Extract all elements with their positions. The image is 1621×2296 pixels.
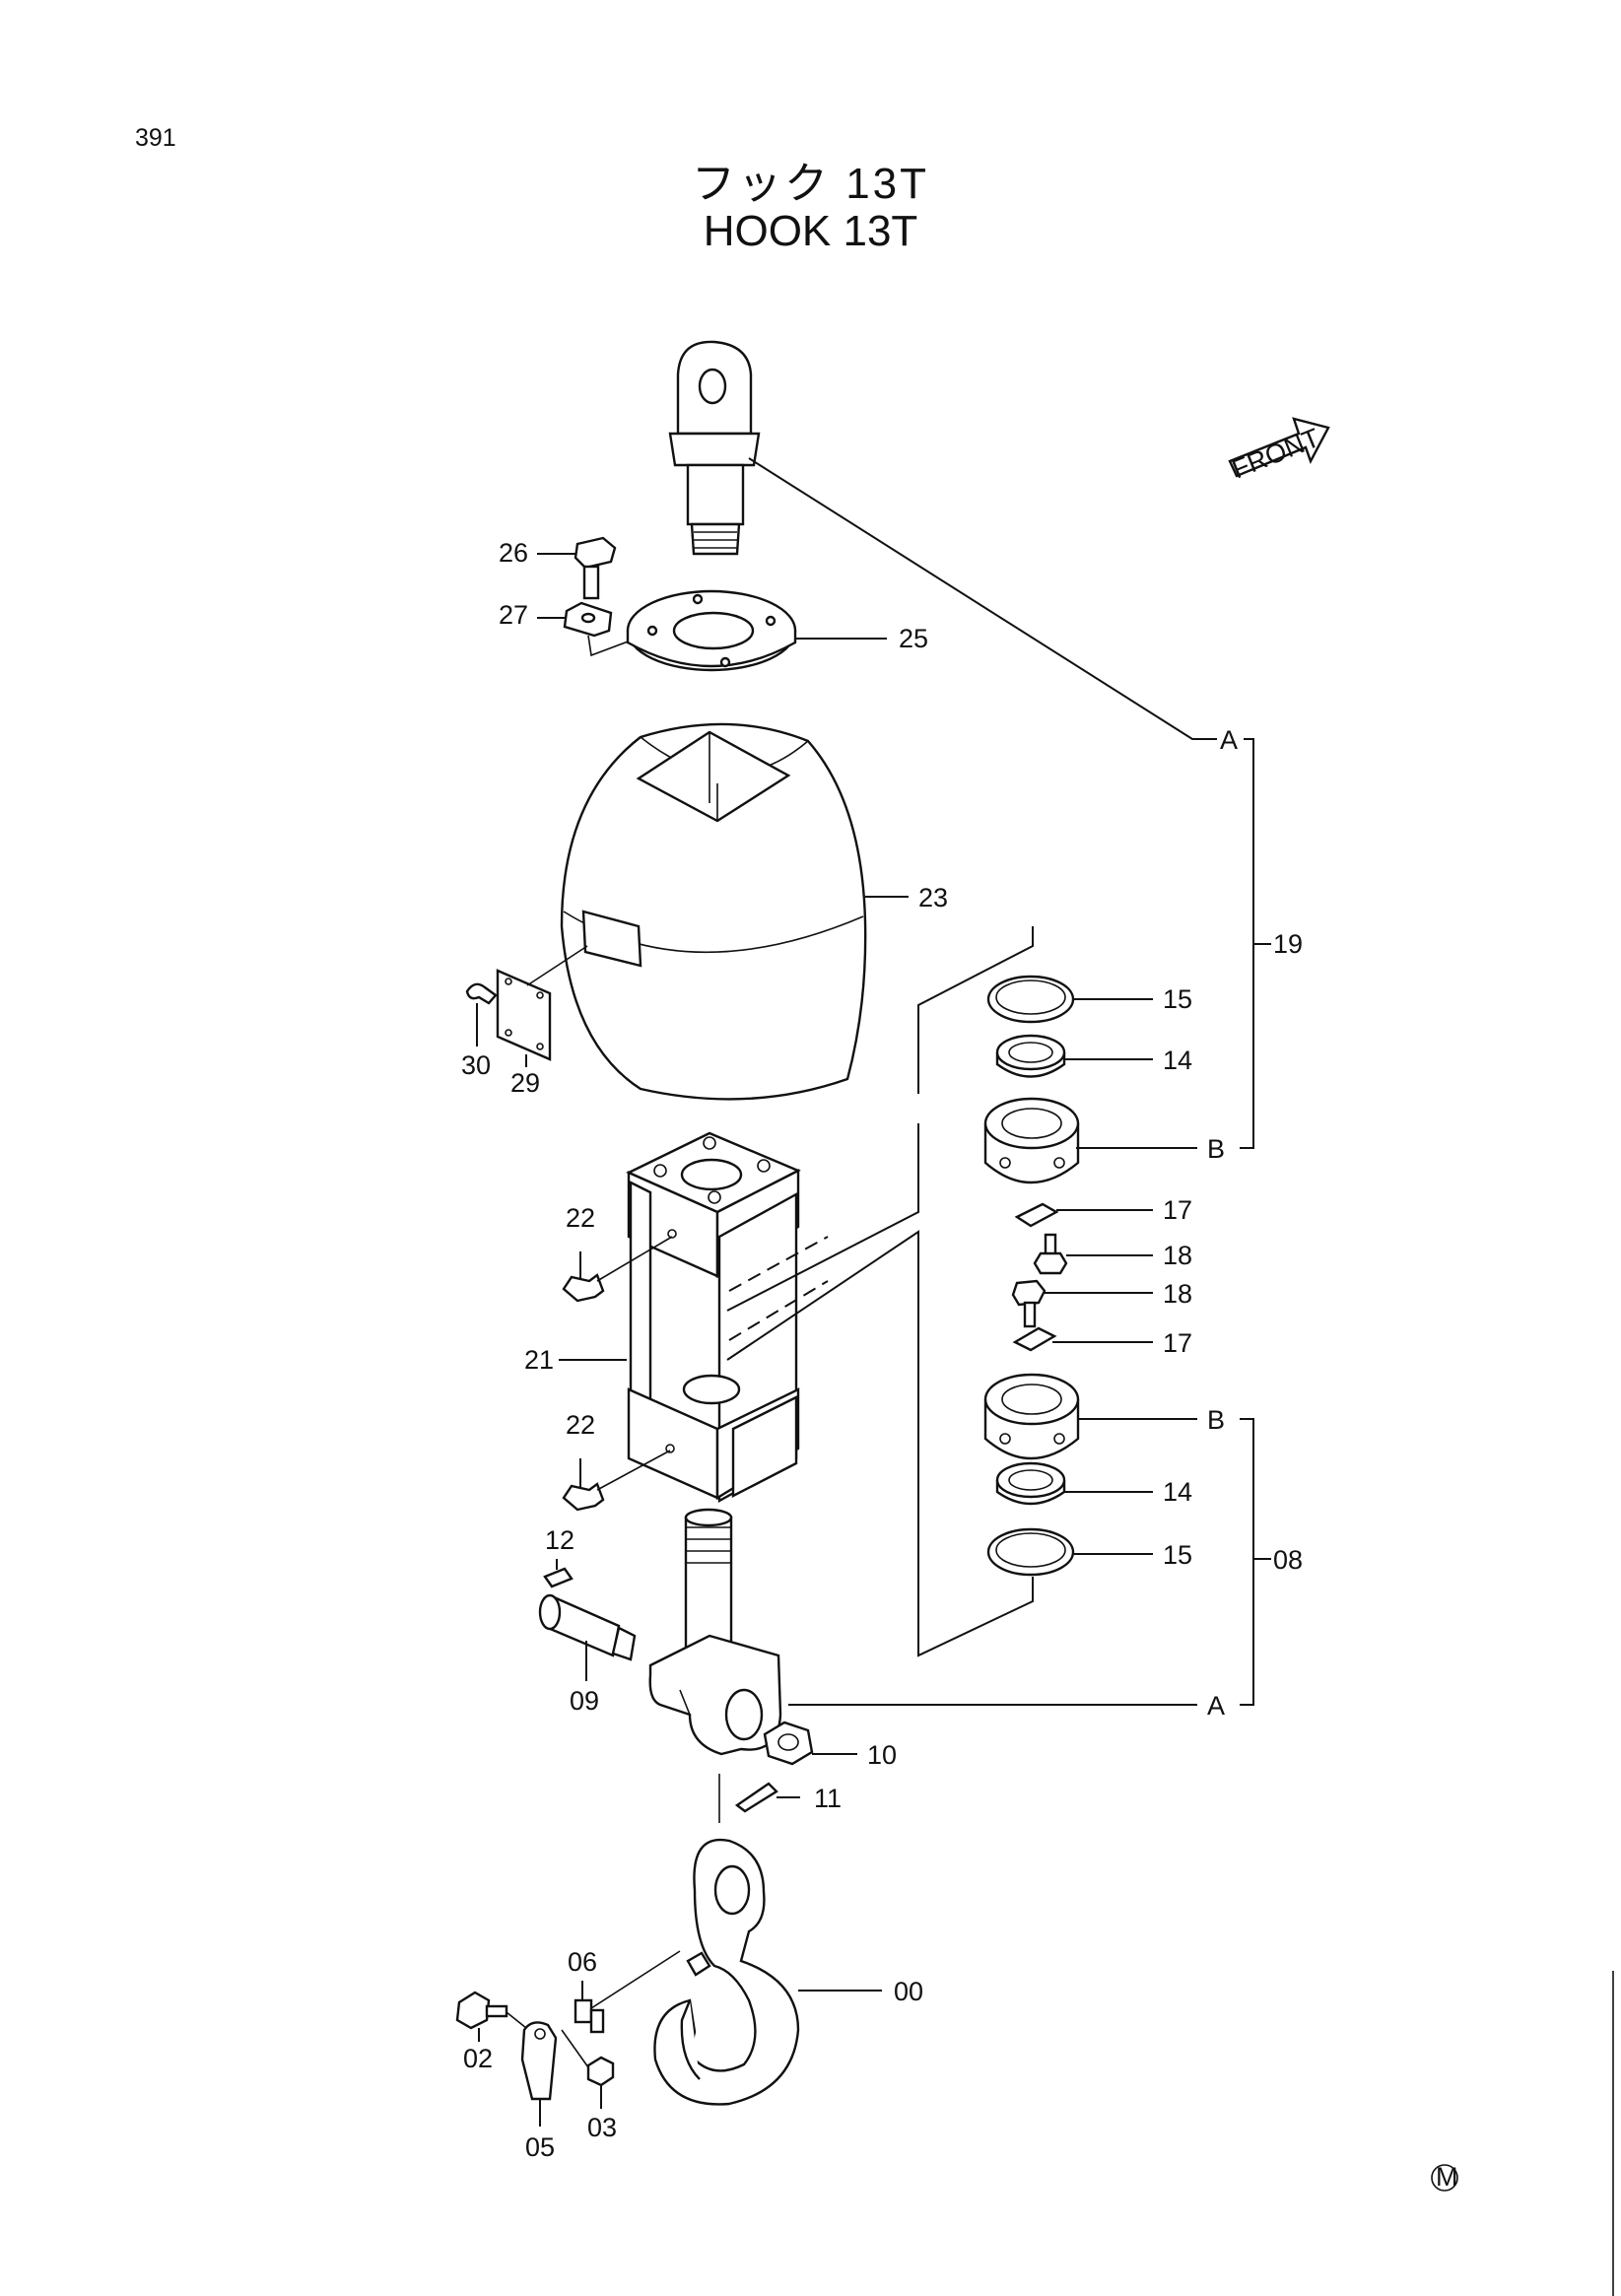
callout-00: 00 xyxy=(894,1977,923,2006)
callout-06: 06 xyxy=(568,1947,597,1977)
callout-14-upper: 14 xyxy=(1163,1046,1192,1075)
page-number: 391 xyxy=(135,124,176,152)
bolt-02 xyxy=(455,1991,508,2030)
bolt-18-lower xyxy=(1011,1279,1047,1328)
callout-15-lower: 15 xyxy=(1163,1540,1192,1570)
page-title-english: HOOK 13T xyxy=(703,207,918,255)
bolt-18-upper xyxy=(1033,1233,1068,1275)
callout-27: 27 xyxy=(499,600,528,630)
mark-m-letter: M xyxy=(1436,2162,1458,2192)
callout-18-upper: 18 xyxy=(1163,1241,1192,1270)
callout-21: 21 xyxy=(524,1345,554,1375)
callout-29: 29 xyxy=(510,1068,540,1098)
callout-15-upper: 15 xyxy=(1163,984,1192,1014)
key-12 xyxy=(543,1567,574,1588)
callout-03: 03 xyxy=(587,2113,617,2142)
callout-19: 19 xyxy=(1273,929,1303,959)
mark-m-icon: M xyxy=(1431,2162,1458,2192)
screw-30 xyxy=(465,982,498,1005)
callout-a-top: A xyxy=(1220,725,1238,755)
trunnion-yoke xyxy=(648,1508,782,1756)
spring-06 xyxy=(574,1998,605,2034)
callout-b-lower: B xyxy=(1207,1405,1225,1435)
nut-b-lower xyxy=(983,1373,1080,1460)
frame-21 xyxy=(626,1131,801,1504)
bearing-14-upper xyxy=(995,1034,1066,1078)
latch-05 xyxy=(520,2021,558,2101)
callout-25: 25 xyxy=(899,624,928,653)
callout-02: 02 xyxy=(463,2044,493,2073)
lock-plate-17-lower xyxy=(1012,1326,1057,1352)
eye-bolt-top xyxy=(668,340,761,556)
callout-17-upper: 17 xyxy=(1163,1195,1192,1225)
callout-26: 26 xyxy=(499,538,528,568)
callout-17-lower: 17 xyxy=(1163,1328,1192,1358)
callout-b-upper: B xyxy=(1207,1134,1225,1164)
ring-15-lower xyxy=(986,1527,1075,1577)
callout-22-upper: 22 xyxy=(566,1203,595,1233)
weight-23 xyxy=(560,722,867,1101)
bolt-26 xyxy=(574,536,617,600)
callout-08: 08 xyxy=(1273,1545,1303,1575)
lock-plate-27 xyxy=(563,601,613,638)
name-plate-29 xyxy=(496,969,552,1061)
callout-12: 12 xyxy=(545,1525,574,1555)
callout-05: 05 xyxy=(525,2132,555,2162)
ring-15-upper xyxy=(986,975,1075,1024)
castle-nut-10 xyxy=(763,1721,814,1766)
callout-22-lower: 22 xyxy=(566,1410,595,1440)
callout-a-bottom: A xyxy=(1207,1691,1225,1721)
front-arrow-icon: FRONT xyxy=(1228,417,1330,485)
pin-09 xyxy=(538,1593,637,1661)
callout-11: 11 xyxy=(814,1784,842,1813)
callout-10: 10 xyxy=(867,1740,897,1770)
page-title-japanese: フック 13T xyxy=(691,160,930,208)
front-arrow-label: FRONT xyxy=(1228,423,1323,485)
grease-nipple-22-lower xyxy=(562,1482,605,1512)
bearing-14-lower xyxy=(995,1461,1066,1506)
hook-00 xyxy=(653,1838,800,2106)
nut-b-upper xyxy=(983,1097,1080,1184)
callout-18-lower: 18 xyxy=(1163,1279,1192,1309)
callout-09: 09 xyxy=(570,1686,599,1716)
callout-23: 23 xyxy=(918,883,948,912)
nut-03 xyxy=(586,2056,615,2087)
callout-14-lower: 14 xyxy=(1163,1477,1192,1507)
lock-plate-17-upper xyxy=(1014,1202,1059,1228)
callout-30: 30 xyxy=(461,1050,491,1080)
grease-nipple-22-upper xyxy=(562,1273,605,1303)
cotter-pin-11 xyxy=(734,1782,778,1813)
plate-25 xyxy=(626,589,797,672)
